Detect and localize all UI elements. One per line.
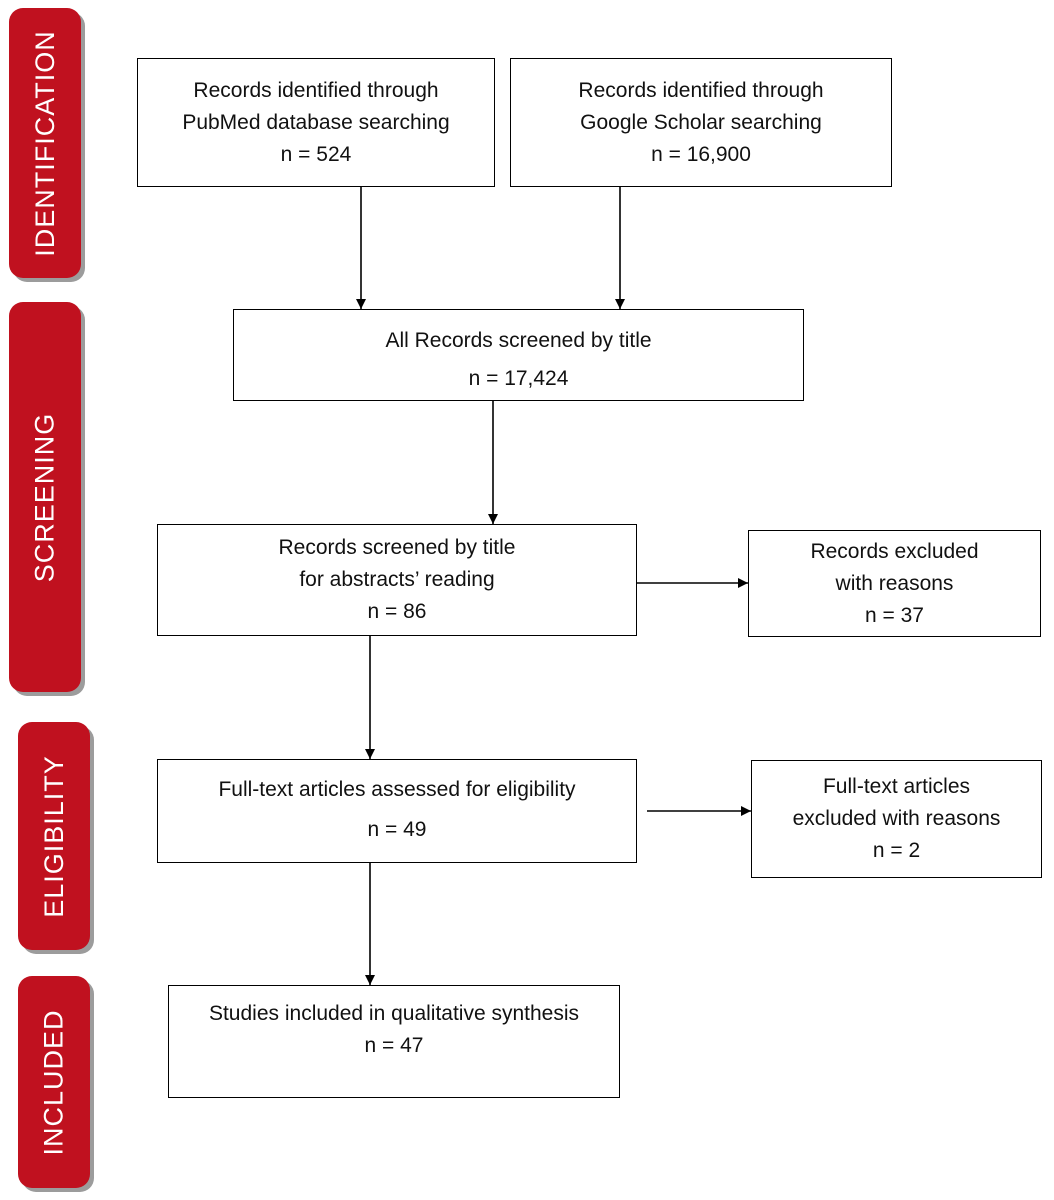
box-line: All Records screened by title	[385, 329, 652, 352]
box-count: n = 16,900	[651, 142, 751, 166]
box-count: n = 17,424	[468, 367, 569, 390]
phase-identification: IDENTIFICATION	[9, 8, 81, 278]
box-line: with reasons	[835, 571, 954, 595]
box-line: Records screened by title	[278, 536, 516, 559]
scholar-records-box: Records identified through Google Schola…	[510, 58, 892, 187]
abstract-excluded-box: Records excluded with reasons n = 37	[748, 530, 1041, 637]
abstract-screening-box: Records screened by title for abstracts’…	[157, 524, 637, 636]
phase-screening: SCREENING	[9, 302, 81, 692]
fulltext-assessed-box: Full-text articles assessed for eligibil…	[157, 759, 637, 863]
pubmed-records-box: Records identified through PubMed databa…	[137, 58, 495, 187]
all-records-box: All Records screened by title n = 17,424	[233, 309, 804, 401]
box-count: n = 2	[872, 839, 921, 862]
included-studies-box: Studies included in qualitative synthesi…	[168, 985, 620, 1098]
box-line: Records identified through	[193, 78, 439, 102]
box-count: n = 47	[364, 1034, 424, 1057]
box-count: n = 37	[865, 603, 924, 627]
box-line: Studies included in qualitative synthesi…	[208, 1002, 580, 1025]
fulltext-excluded-box: Full-text articles excluded with reasons…	[751, 760, 1042, 878]
box-line: Full-text articles assessed for eligibil…	[218, 778, 576, 801]
box-line: Records identified through	[578, 78, 824, 102]
box-line: Google Scholar searching	[580, 110, 822, 134]
box-count: n = 524	[280, 142, 352, 166]
box-line: Records excluded	[810, 539, 979, 563]
box-line: for abstracts’ reading	[299, 568, 495, 591]
box-line: Full-text articles	[822, 775, 971, 798]
box-line: excluded with reasons	[792, 807, 1001, 830]
box-count: n = 49	[367, 818, 427, 841]
box-line: PubMed database searching	[182, 110, 450, 134]
box-count: n = 86	[367, 600, 427, 623]
phase-eligibility: ELIGIBILITY	[18, 722, 90, 950]
phase-included: INCLUDED	[18, 976, 90, 1188]
